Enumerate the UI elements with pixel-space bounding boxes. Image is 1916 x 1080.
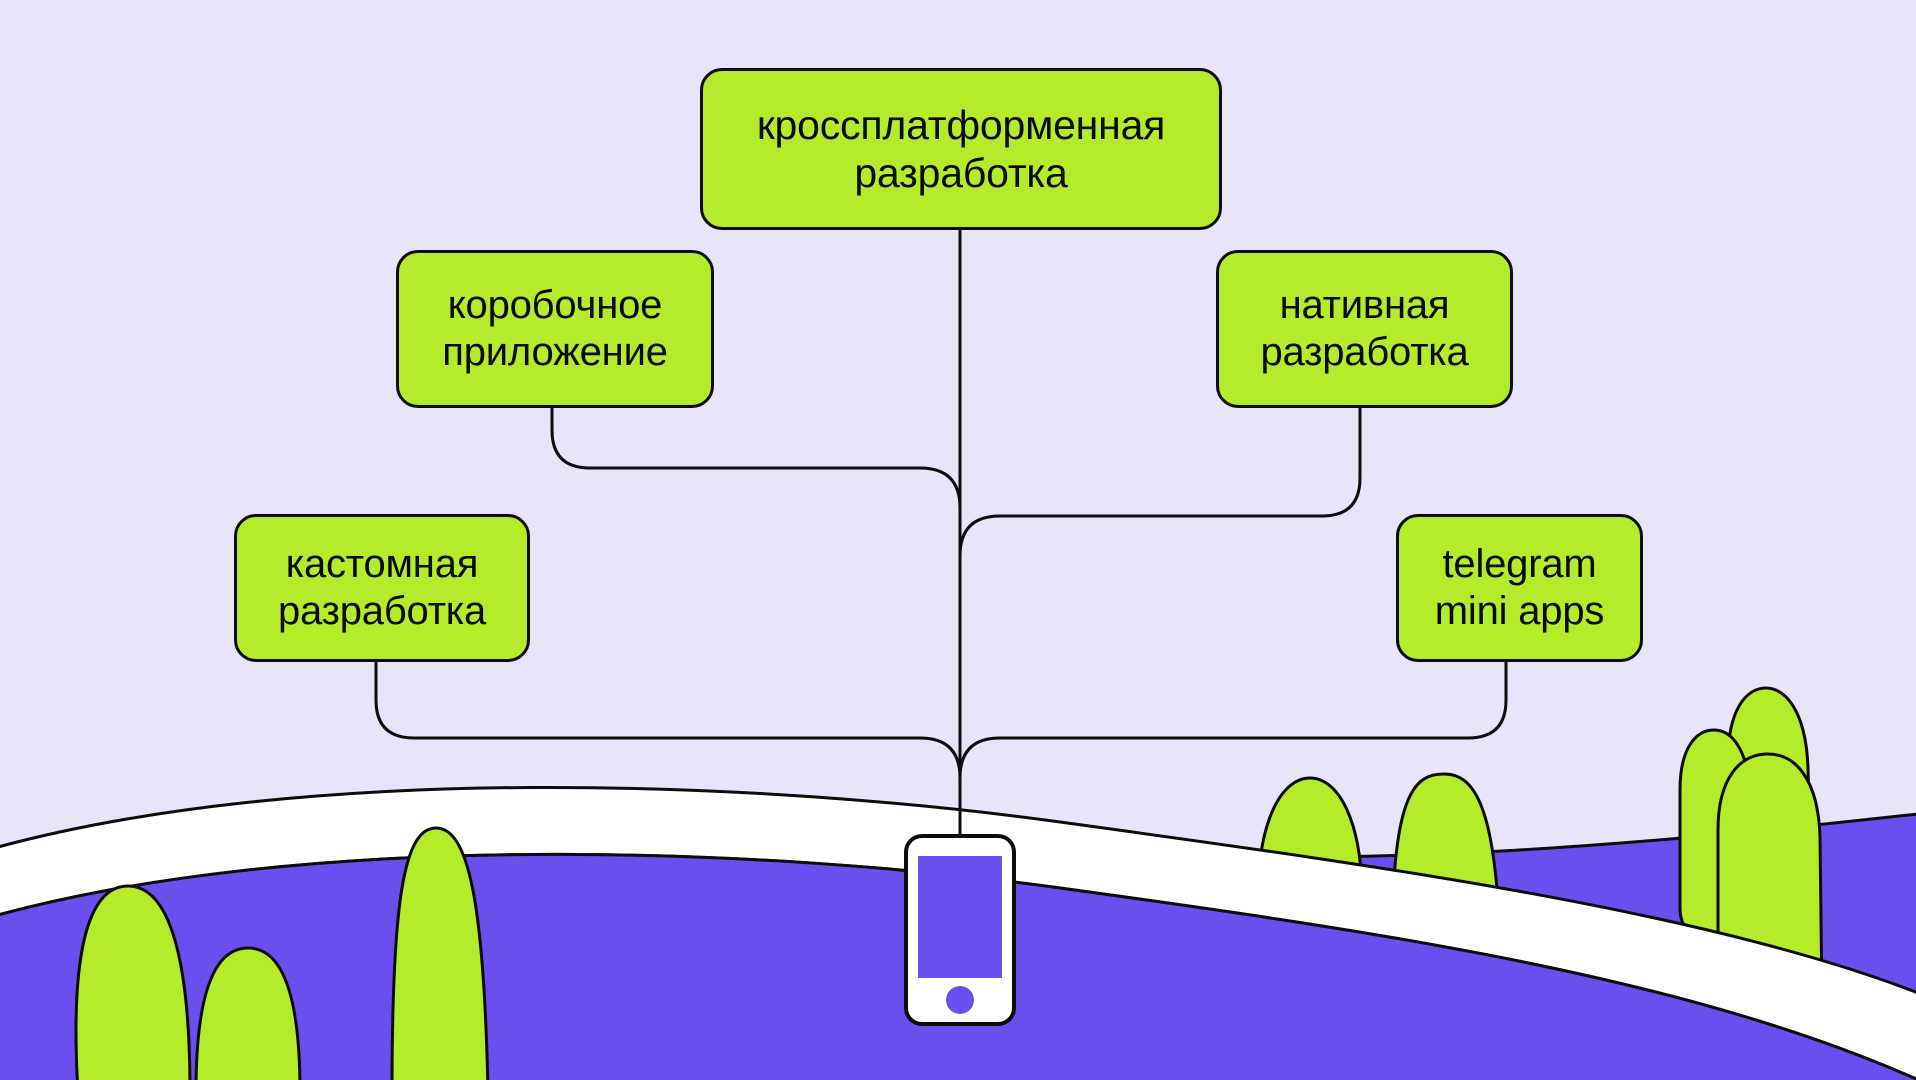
connector-native	[958, 406, 1362, 582]
phone-home-button[interactable]	[946, 986, 974, 1014]
node-telegram-mini-apps[interactable]: telegram mini apps	[1396, 514, 1643, 662]
node-crossplatform[interactable]: кроссплатформенная разработка	[700, 68, 1222, 230]
node-custom-development[interactable]: кастомная разработка	[234, 514, 530, 662]
tree-shape	[194, 946, 302, 1080]
connector-custom	[374, 660, 962, 802]
node-native-development[interactable]: нативная разработка	[1216, 250, 1513, 408]
tree-shape	[74, 884, 192, 1080]
phone-screen	[918, 856, 1002, 978]
tree-shape	[390, 826, 490, 1080]
tree-cluster-far-right	[1678, 686, 1824, 1058]
phone-hub[interactable]	[904, 834, 1016, 1026]
connector-group	[374, 228, 1508, 840]
connector-boxed-app	[550, 406, 962, 542]
node-boxed-app[interactable]: коробочное приложение	[396, 250, 714, 408]
connector-telegram	[958, 660, 1508, 802]
tree-cluster-left	[74, 826, 490, 1080]
